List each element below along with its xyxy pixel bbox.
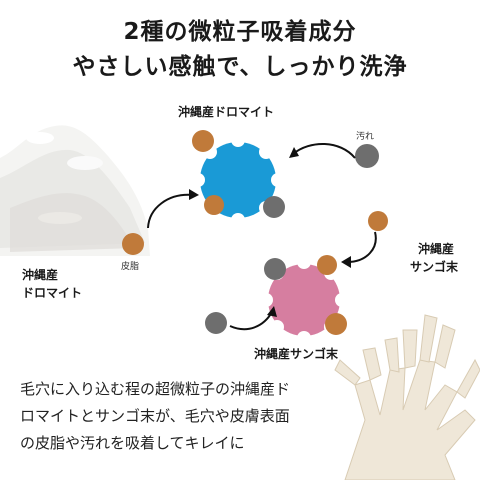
sebum-label: 皮脂 bbox=[121, 262, 140, 272]
headline-line-1: 2種の微粒子吸着成分 bbox=[123, 19, 357, 45]
headline-line-2: やさしい感触で、しっかり洗浄 bbox=[72, 54, 408, 80]
description-line-1: 毛穴に入り込む程の超微粒子の沖縄産ド bbox=[20, 380, 291, 398]
sebum-dot-icon bbox=[204, 195, 224, 215]
sebum-dot-icon bbox=[325, 313, 347, 335]
sebum-dot-icon bbox=[122, 233, 144, 255]
dirt-dot-icon bbox=[264, 258, 286, 280]
coral-title-label: 沖縄産サンゴ末 bbox=[254, 347, 339, 361]
dolomite-side-label-2: ドロマイト bbox=[22, 286, 83, 300]
sebum-dot-icon bbox=[317, 255, 337, 275]
arrow-icon bbox=[229, 306, 277, 331]
dirt-dot-icon bbox=[263, 196, 285, 218]
dolomite-title-label: 沖縄産ドロマイト bbox=[178, 105, 275, 119]
coral-image bbox=[334, 314, 480, 480]
coral-side-label-2: サンゴ末 bbox=[410, 260, 459, 274]
sebum-dot-icon bbox=[368, 211, 388, 231]
dirt-label: 汚れ bbox=[356, 132, 375, 142]
coral-side-label-1: 沖縄産 bbox=[418, 242, 455, 256]
dolomite-powder-image bbox=[0, 125, 150, 256]
dirt-dot-icon bbox=[355, 144, 379, 168]
description-line-2: ロマイトとサンゴ末が、毛穴や皮膚表面 bbox=[20, 407, 290, 425]
sebum-dot-icon bbox=[192, 130, 214, 152]
arrow-icon bbox=[147, 189, 199, 229]
dirt-dot-icon bbox=[205, 312, 227, 334]
arrow-icon bbox=[341, 231, 377, 268]
dolomite-side-label-1: 沖縄産 bbox=[22, 268, 59, 282]
arrow-icon bbox=[289, 142, 356, 159]
description-text: 毛穴に入り込む程の超微粒子の沖縄産ド ロマイトとサンゴ末が、毛穴や皮膚表面 の皮… bbox=[20, 376, 340, 457]
description-line-3: の皮脂や汚れを吸着してキレイに bbox=[20, 434, 245, 452]
